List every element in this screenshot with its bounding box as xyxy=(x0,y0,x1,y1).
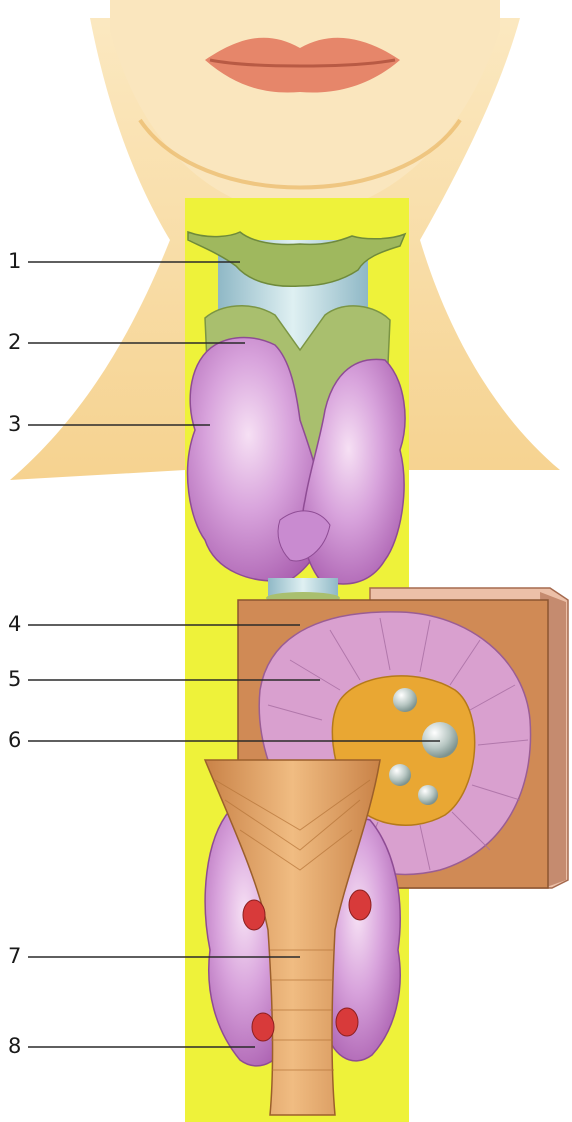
label-2: 2 xyxy=(8,332,21,353)
label-7: 7 xyxy=(8,946,21,967)
label-6: 6 xyxy=(8,730,21,751)
label-5: 5 xyxy=(8,669,21,690)
label-1: 1 xyxy=(8,251,21,272)
label-4: 4 xyxy=(8,614,21,635)
label-8: 8 xyxy=(8,1036,21,1057)
label-3: 3 xyxy=(8,414,21,435)
